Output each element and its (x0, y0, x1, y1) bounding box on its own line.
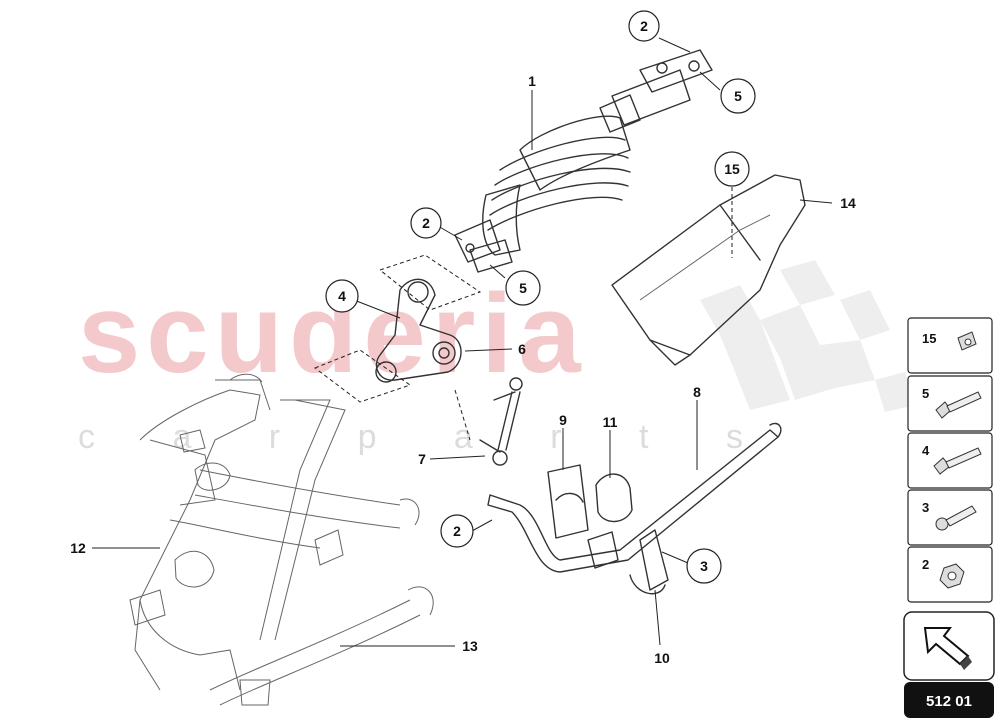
heat-shield (611, 174, 806, 366)
legend-item-15[interactable]: 15 (907, 317, 993, 374)
diagram-code: 512 01 (926, 693, 972, 710)
long-bolt-icon (935, 391, 982, 419)
clamp-parts (547, 464, 669, 595)
diagram-code-panel[interactable]: 512 01 (903, 611, 995, 718)
svg-text:4: 4 (338, 288, 346, 304)
callout-12[interactable]: 12 (70, 540, 86, 556)
callout-1[interactable]: 1 (528, 73, 536, 89)
callout-11[interactable]: 11 (603, 414, 618, 430)
watermark-sub: c a r p a r t s (78, 418, 777, 456)
callout-5-top[interactable]: 5 (720, 78, 756, 114)
svg-text:9: 9 (559, 412, 567, 428)
bolt-washer-icon (935, 505, 977, 531)
callout-13[interactable]: 13 (462, 638, 478, 654)
legend-item-3[interactable]: 3 (907, 489, 993, 546)
svg-text:5: 5 (922, 386, 929, 401)
svg-text:15: 15 (922, 331, 936, 346)
callout-8[interactable]: 8 (693, 384, 701, 400)
callout-15[interactable]: 15 (714, 151, 750, 187)
legend-item-5[interactable]: 5 (907, 375, 993, 432)
fastener-legend: 15 5 4 3 (907, 317, 993, 603)
svg-text:3: 3 (922, 500, 929, 515)
svg-text:2: 2 (922, 557, 929, 572)
svg-text:13: 13 (462, 638, 478, 654)
navigation-arrow-icon (923, 627, 972, 670)
svg-text:12: 12 (70, 540, 86, 556)
leader-lines (92, 37, 833, 647)
svg-text:11: 11 (603, 414, 618, 430)
svg-text:6: 6 (518, 341, 526, 357)
svg-text:15: 15 (724, 161, 740, 177)
callout-2-mid[interactable]: 2 (410, 207, 442, 239)
svg-text:1: 1 (528, 73, 536, 89)
drop-link (454, 377, 523, 466)
svg-text:2: 2 (640, 18, 648, 34)
legend-item-2[interactable]: 2 (907, 546, 993, 603)
callout-9[interactable]: 9 (559, 412, 567, 428)
svg-text:2: 2 (422, 215, 430, 231)
svg-text:5: 5 (519, 280, 527, 296)
callout-10[interactable]: 10 (654, 650, 670, 666)
legend-item-4[interactable]: 4 (907, 432, 993, 489)
svg-text:8: 8 (693, 384, 701, 400)
shock-absorber-assembly (454, 49, 713, 273)
callout-14[interactable]: 14 (840, 195, 856, 211)
suspension-subframe (129, 373, 434, 706)
callout-7[interactable]: 7 (418, 451, 426, 467)
callout-5-mid[interactable]: 5 (505, 270, 541, 306)
callout-2-bar[interactable]: 2 (440, 514, 474, 548)
hex-nut-icon (939, 563, 965, 589)
svg-text:14: 14 (840, 195, 856, 211)
callout-2-top[interactable]: 2 (628, 10, 660, 42)
svg-text:3: 3 (700, 558, 708, 574)
svg-text:2: 2 (453, 523, 461, 539)
long-bolt-icon (933, 447, 982, 475)
callout-6[interactable]: 6 (518, 341, 526, 357)
callout-4[interactable]: 4 (325, 279, 359, 313)
svg-text:10: 10 (654, 650, 670, 666)
svg-text:7: 7 (418, 451, 426, 467)
anti-roll-bar (487, 422, 782, 573)
upper-mount-bracket (313, 254, 482, 403)
svg-text:4: 4 (922, 443, 930, 458)
bolt-head-icon (957, 331, 977, 351)
checkered-flag-watermark (700, 260, 915, 412)
svg-text:5: 5 (734, 88, 742, 104)
callout-3[interactable]: 3 (686, 548, 722, 584)
